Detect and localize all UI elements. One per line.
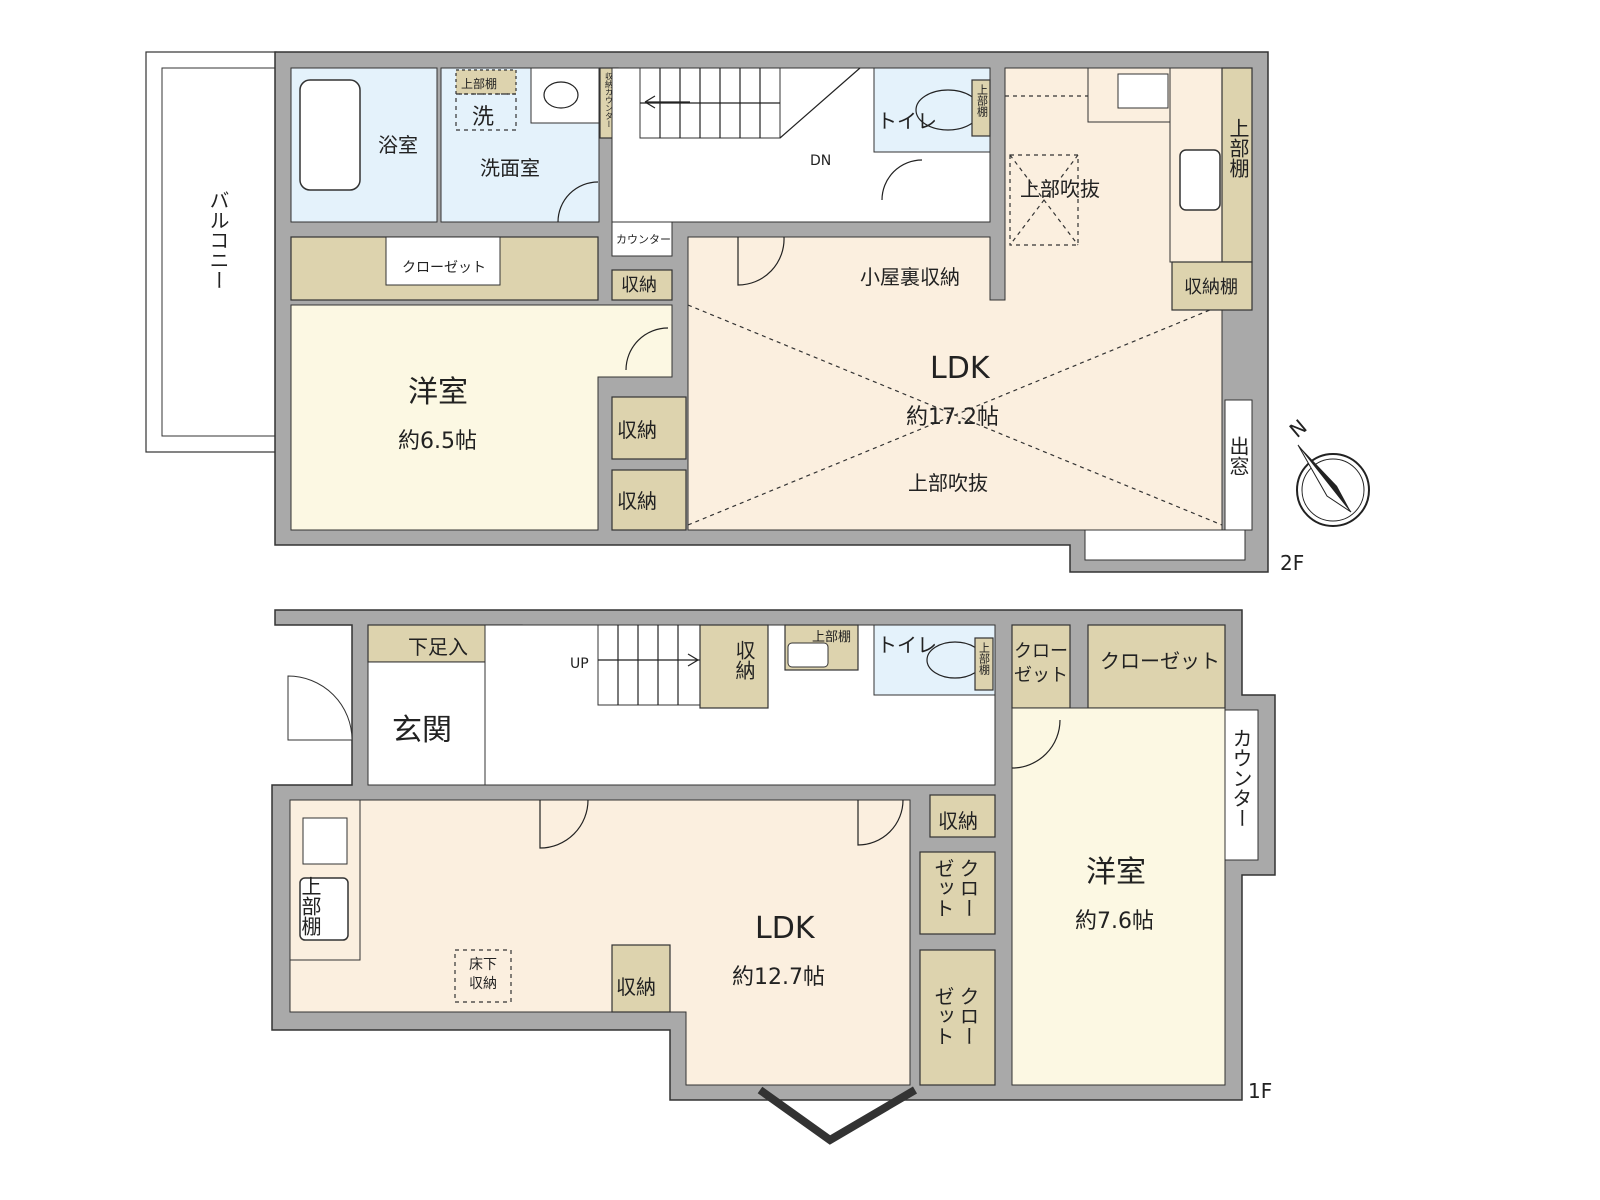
sink-icon bbox=[543, 81, 579, 109]
ldk-2f-size: 約17.2帖 bbox=[906, 405, 999, 430]
underfloor-storage-box: 床下収納 bbox=[469, 957, 497, 992]
stairs-up-label: UP bbox=[570, 656, 589, 672]
kitchen-1f-shelf-label: 上部棚 bbox=[298, 876, 322, 936]
door-swing bbox=[557, 181, 599, 223]
balcony bbox=[145, 51, 277, 453]
western-room-1f-size: 約7.6帖 bbox=[1075, 909, 1154, 934]
floor-1f-label: 1F bbox=[1248, 1079, 1272, 1103]
ldk-2f-name: LDK bbox=[930, 351, 991, 386]
entrance-label: 玄関 bbox=[392, 713, 452, 748]
closet-b-box: クローゼット bbox=[931, 986, 980, 1046]
kitchen-sink-icon bbox=[1179, 149, 1221, 211]
closet-2f-label: クローゼット bbox=[402, 260, 486, 276]
stove-icon bbox=[1117, 73, 1169, 109]
storage-small-2f-label: 収納 bbox=[621, 275, 657, 296]
compass-north-label: N bbox=[1285, 414, 1312, 442]
toilet-1f-shelf-label: 上部棚 bbox=[978, 642, 991, 676]
hall-storage-label: 収納 bbox=[938, 809, 978, 833]
floor-2: バルコニー 浴室 上部棚 洗 洗面室 収納カウンター DN トイレ 上部棚 カウ… bbox=[145, 51, 1304, 575]
western-room-1f bbox=[1011, 707, 1226, 1086]
stair-storage-label: 収納 bbox=[732, 640, 756, 680]
storage-shelf-label: 収納棚 bbox=[1184, 277, 1238, 298]
stairs-2f bbox=[639, 67, 861, 139]
closet-small-label: クローゼット bbox=[1014, 641, 1068, 686]
storage-counter-label: 収納カウンター bbox=[605, 71, 614, 128]
western-room-2f-size: 約6.5帖 bbox=[398, 429, 477, 454]
closet-1f-label: クローゼット bbox=[1100, 649, 1220, 673]
bath-label: 浴室 bbox=[378, 133, 418, 157]
balcony-label: バルコニー bbox=[206, 190, 230, 290]
closet-a-box: クローゼット bbox=[931, 858, 980, 918]
floor-2f-label: 2F bbox=[1280, 551, 1304, 575]
counter-2f-label: カウンター bbox=[616, 233, 671, 246]
western-room-2f bbox=[290, 304, 673, 531]
bay-window-1f bbox=[757, 1086, 918, 1145]
stairs-1f bbox=[597, 624, 701, 706]
compass: N bbox=[1285, 414, 1370, 527]
attic-storage-label: 小屋裏収納 bbox=[860, 265, 960, 289]
closet-b-label: クローゼット bbox=[931, 986, 980, 1046]
storage-2f-2-label: 収納 bbox=[617, 489, 657, 513]
handwash-sink-icon bbox=[787, 642, 829, 668]
ldk-1f-size: 約12.7帖 bbox=[732, 965, 825, 990]
ldk-1f-name: LDK bbox=[755, 911, 816, 946]
washroom-label: 洗面室 bbox=[480, 156, 540, 180]
bathtub-icon bbox=[299, 79, 361, 191]
ldk-2f-void: 上部吹抜 bbox=[908, 471, 988, 495]
underfloor-storage-label: 床下収納 bbox=[469, 957, 497, 992]
bay-window-label: 出窓 bbox=[1226, 436, 1250, 476]
closet-a-label: クローゼット bbox=[931, 858, 980, 918]
kitchen-1f-sink-icon bbox=[299, 877, 349, 941]
toilet-1f-label: トイレ bbox=[877, 633, 937, 657]
kitchen-shelf-label: 上部棚 bbox=[1226, 118, 1250, 178]
storage-2f-1-label: 収納 bbox=[617, 418, 657, 442]
sink-shelf-label: 上部棚 bbox=[812, 630, 851, 645]
shoe-storage-label: 下足入 bbox=[408, 635, 468, 659]
counter-1f-label: カウンター bbox=[1229, 728, 1253, 828]
storage-1f-label: 収納 bbox=[616, 975, 656, 999]
washer-label: 洗 bbox=[472, 105, 494, 130]
wash-upper-shelf: 上部棚 bbox=[461, 76, 497, 91]
entry-door bbox=[287, 675, 353, 741]
western-room-2f-name: 洋室 bbox=[408, 375, 468, 410]
toilet-shelf-label: 上部棚 bbox=[976, 84, 989, 118]
stairs-dn-label: DN bbox=[810, 153, 831, 169]
void-small-label: 上部吹抜 bbox=[1020, 177, 1100, 201]
stove-1f-icon bbox=[302, 817, 348, 865]
western-room-1f-name: 洋室 bbox=[1086, 855, 1146, 890]
closet-small-box: クローゼット bbox=[1014, 641, 1068, 686]
ldk-1f bbox=[289, 799, 911, 1086]
floor-1: 下足入 玄関 UP 収納 上部棚 トイレ 上部棚 クローゼット クローゼット 洋… bbox=[271, 609, 1276, 1145]
toilet-2f-label: トイレ bbox=[877, 109, 937, 133]
